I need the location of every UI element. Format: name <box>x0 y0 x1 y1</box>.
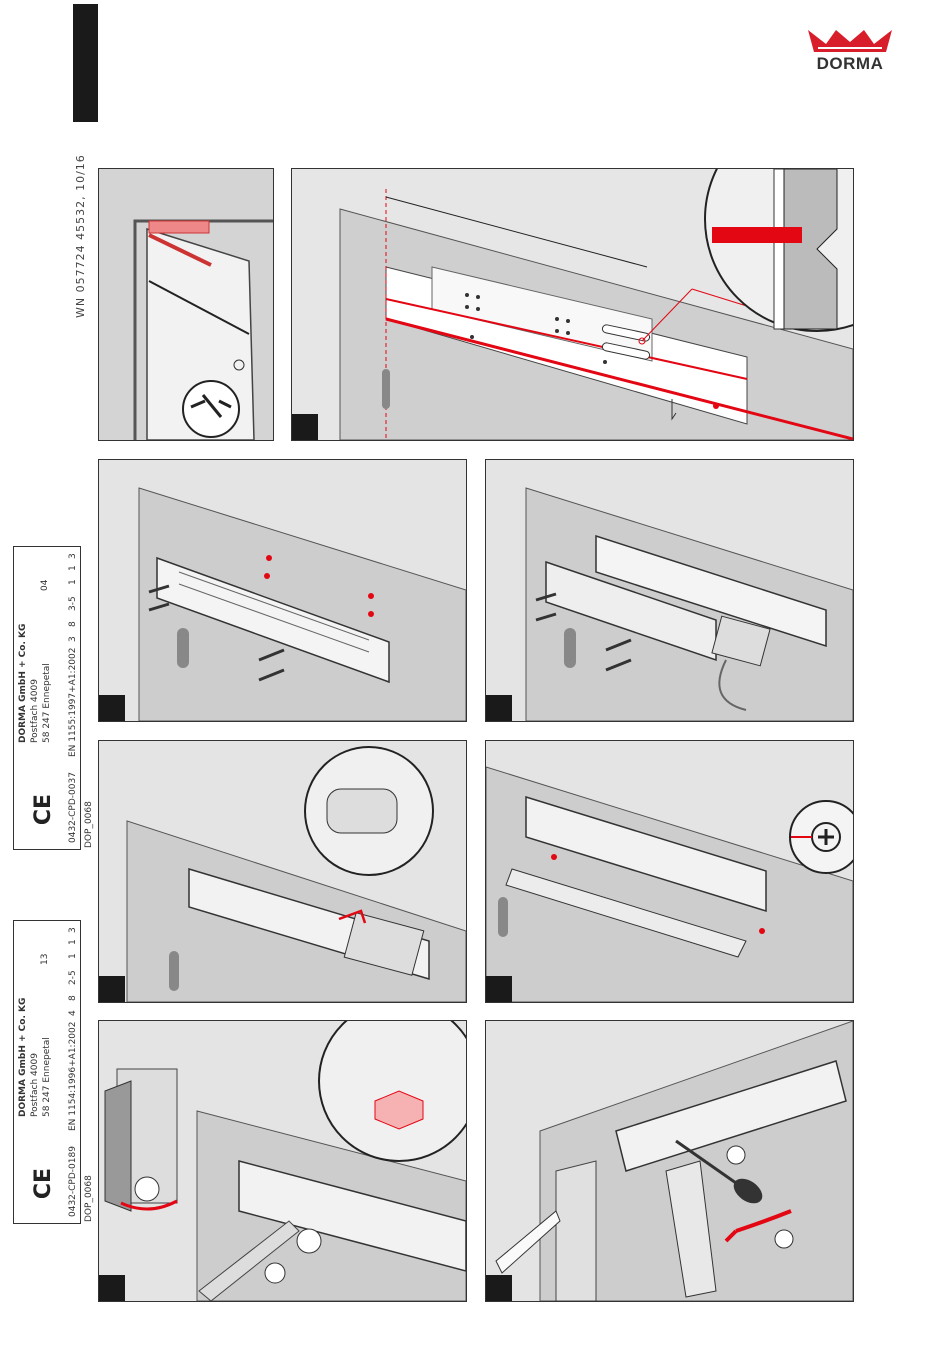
step-marker <box>99 1275 125 1301</box>
cert-number-2: 0432-CPD-0189 <box>68 1146 78 1217</box>
step-marker <box>99 976 125 1002</box>
step-marker <box>486 695 512 721</box>
ce-mark-2: CE <box>31 1168 56 1199</box>
step-marker <box>99 695 125 721</box>
dop-label-1: DOP_0068 <box>84 801 94 848</box>
crown-icon <box>804 26 896 56</box>
code-1-5: 3 <box>68 553 78 559</box>
cert-block-2: CE 0432-CPD-0189 EN 1154:1996+A1:2002 DO… <box>13 920 81 1224</box>
panel-door-template <box>98 168 274 441</box>
panel-arm-adjust <box>485 1020 854 1302</box>
company-name-1: DORMA GmbH + Co. KG <box>18 624 28 743</box>
cert-standard-2: EN 1154:1996+A1:2002 <box>68 1022 78 1131</box>
code-1-3: 1 <box>68 579 78 585</box>
panel-closer-mount <box>485 459 854 722</box>
code-1-0: 3 <box>68 636 78 642</box>
address-line1-2: Postfach 4009 <box>30 1053 40 1117</box>
address-line2-1: 58 247 Ennepetal <box>42 663 52 743</box>
code-1-2: 3-5 <box>68 596 78 611</box>
address-line2-2: 58 247 Ennepetal <box>42 1037 52 1117</box>
code-2-5: 3 <box>68 927 78 933</box>
code-2-0: 4 <box>68 1010 78 1016</box>
code-2-2: 2-5 <box>68 970 78 985</box>
header-black-bar <box>73 4 98 122</box>
year-1: 04 <box>40 580 50 591</box>
cert-number-1: 0432-CPD-0037 <box>68 772 78 843</box>
step-marker <box>292 414 318 440</box>
dorma-logo: DORMA <box>804 26 896 78</box>
address-line1-1: Postfach 4009 <box>30 679 40 743</box>
panel-template-wall <box>291 168 854 441</box>
dop-label-2: DOP_0068 <box>84 1175 94 1222</box>
step-marker <box>486 976 512 1002</box>
code-2-3: 1 <box>68 953 78 959</box>
panel-arm-assembly <box>98 1020 467 1302</box>
brand-name: DORMA <box>804 54 896 74</box>
panel-cover-rail <box>485 740 854 1003</box>
cert-standard-1: EN 1155:1997+A1:2002 <box>68 648 78 757</box>
panel-cable-detail <box>98 740 467 1003</box>
year-2: 13 <box>40 954 50 965</box>
ce-mark-1: CE <box>31 794 56 825</box>
panel-mounting-plate <box>98 459 467 722</box>
company-name-2: DORMA GmbH + Co. KG <box>18 998 28 1117</box>
code-1-1: 8 <box>68 621 78 627</box>
document-id: WN 057724 45532, 10/16 <box>74 154 87 318</box>
code-2-4: 1 <box>68 939 78 945</box>
code-1-4: 1 <box>68 565 78 571</box>
cert-block-1: CE 0432-CPD-0037 EN 1155:1997+A1:2002 DO… <box>13 546 81 850</box>
step-marker <box>486 1275 512 1301</box>
code-2-1: 8 <box>68 995 78 1001</box>
